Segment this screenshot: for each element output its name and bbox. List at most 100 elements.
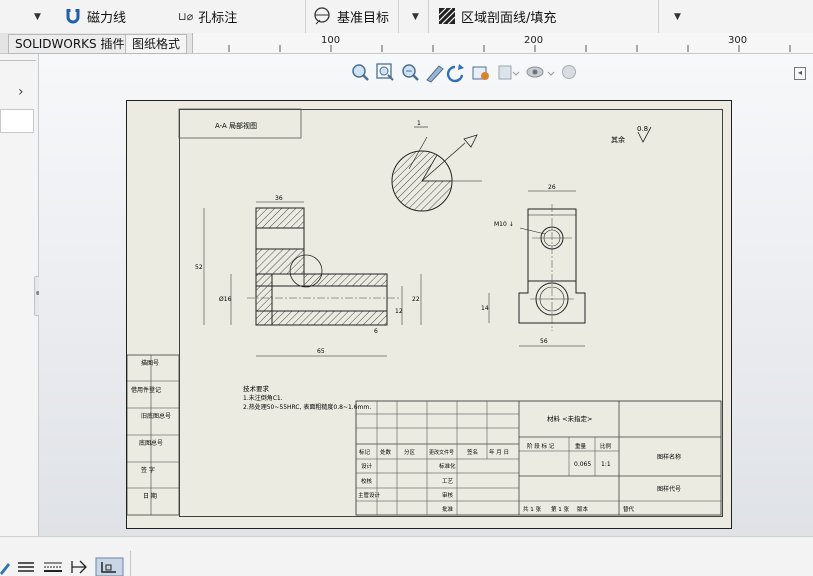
title-approve: 批准 [442,505,454,513]
panel-divider [0,60,36,61]
chevron-down-icon[interactable]: ▼ [674,12,681,22]
title-block: 材料 <未指定> 阶 段 标 记 重量 比例 0.065 1:1 图样名称 图样… [355,400,722,516]
side-view-right: 26 56 14 M10 ↓ [481,184,586,347]
chevron-down-icon[interactable]: ▼ [34,12,41,22]
rotate-icon[interactable] [446,64,464,83]
side-block-label: 签 字 [141,466,155,474]
title-design: 设计 [361,462,373,470]
toolbar-divider [658,0,659,33]
hole-callout-icon: ⊔⌀ [178,9,194,23]
hatch-icon [438,7,456,25]
title-count: 处数 [380,448,392,456]
toolbar-divider [130,551,131,576]
line-format-icon[interactable] [18,562,34,572]
heads-up-view-toolbar [352,63,576,83]
panel-input[interactable] [0,109,34,133]
reversed-title-box [178,108,302,139]
panel-toggle-icon[interactable]: ◂ [794,67,806,80]
title-mark: 标记 [359,448,371,456]
zoom-to-fit-icon[interactable] [352,64,369,81]
magnet-icon [66,9,80,24]
title-audit: 审核 [442,491,454,499]
magnetic-line-label: 磁力线 [87,10,127,26]
title-chief: 主管设计 [358,491,381,499]
title-stage: 阶 段 标 记 [527,442,555,450]
ruler-mark-300: 300 [728,35,748,46]
side-block-label: 日 期 [143,492,157,500]
title-zone: 分区 [404,448,416,456]
dim-6: 6 [374,328,378,335]
dim-height: 52 [195,264,203,271]
title-sheets-total: 共 1 张 [523,505,541,513]
datum-target-button[interactable]: 基准目标 [312,4,389,28]
title-drawing-no: 图样代号 [657,485,681,493]
title-change-doc: 更改文件号 [429,449,454,456]
drawing-sheet[interactable]: A-A 局部视图 其余 0.8 1 [126,100,732,529]
dim-right-h: 14 [481,305,489,312]
side-block-label: 旧底图总号 [141,412,171,420]
chevron-down-icon[interactable]: ▼ [412,12,419,22]
title-sheet-n: 第 1 张 [551,505,569,513]
handle-dot-icon [36,291,40,295]
zoom-in-out-icon[interactable] [402,64,419,81]
chevron-right-icon[interactable]: › [18,84,24,100]
zoom-to-area-icon[interactable] [376,63,394,81]
toolbar-divider [398,0,399,33]
notes-line-2: 2.热处理50~55HRC, 表面粗糙度0.8~1.6mm. [243,403,371,411]
title-date: 年 月 日 [489,448,509,456]
title-process: 工艺 [442,478,454,485]
tab-sheet-format[interactable]: 图纸格式 [125,34,188,54]
line-style-icon[interactable] [44,562,62,572]
dim-r1: 22 [412,296,420,303]
side-register-block: 描图号 借用件登记 旧底图总号 底图总号 签 字 日 期 [127,354,180,516]
datum-target-label: 基准目标 [337,10,390,26]
hide-show-icon[interactable] [526,66,555,78]
section-view-left: 36 52 65 Ø16 22 12 6 [195,195,422,357]
notes-title: 技术要求 [243,384,270,393]
title-weight: 0.065 [574,461,591,468]
appearance-icon[interactable] [562,65,576,79]
side-block-label: 借用件登记 [131,386,161,394]
hole-callout-label: 孔标注 [198,10,238,26]
dim-right-bottom: 56 [540,338,548,345]
dia-left: Ø16 [219,296,232,303]
ruler-ticks [228,45,791,52]
command-toolbar: ▼ 磁力线 ⊔⌀ 孔标注 基准目标 ▼ 区域剖面线/填充 ▼ [0,0,813,34]
title-scale: 1:1 [601,461,611,468]
title-version: 版本 [577,505,589,513]
toolbar-divider [305,0,306,33]
title-material: 材料 <未指定> [547,414,592,423]
side-block-label: 描图号 [141,359,159,367]
sketch-pen-icon[interactable] [426,65,444,83]
tab-solidworks-addins[interactable]: SOLIDWORKS 插件 [8,34,132,54]
grid-snap-icon[interactable] [95,557,124,576]
toolbar-divider [428,0,429,33]
hole-callout-text: M10 ↓ [494,221,514,228]
ruler-mark-100: 100 [321,35,341,46]
hole-callout-button[interactable]: ⊔⌀ 孔标注 [178,4,237,28]
detail-view: 1 [391,120,482,212]
title-scale-label: 比例 [600,442,612,450]
feature-manager-panel: › [0,54,44,536]
dim-bottom: 65 [317,348,325,355]
view-orientation-icon[interactable] [498,65,520,80]
title-standardize: 标准化 [439,462,456,470]
title-weight-label: 重量 [575,442,587,450]
area-hatch-label: 区域剖面线/填充 [461,10,557,26]
drawing-content: A-A 局部视图 其余 0.8 1 [127,108,722,516]
area-hatch-button[interactable]: 区域剖面线/填充 [438,4,556,28]
edit-pen-icon[interactable] [0,563,10,575]
title-check: 校核 [361,477,373,485]
horizontal-ruler: 100 200 300 [192,33,813,53]
dim-right-top: 26 [548,184,556,191]
bottom-toolbar [0,536,813,576]
title-sign: 签名 [467,448,478,456]
display-style-icon[interactable] [472,66,489,80]
hide-edge-icon[interactable] [71,560,87,574]
notes-line-1: 1.未注倒角C1. [243,394,283,402]
dim-top: 36 [275,195,283,202]
command-manager-tabs: SOLIDWORKS 插件 图纸格式 100 200 300 [0,33,813,54]
ruler-mark-200: 200 [524,35,544,46]
magnetic-line-button[interactable]: 磁力线 [64,4,126,28]
title-replace: 替代 [623,505,635,513]
